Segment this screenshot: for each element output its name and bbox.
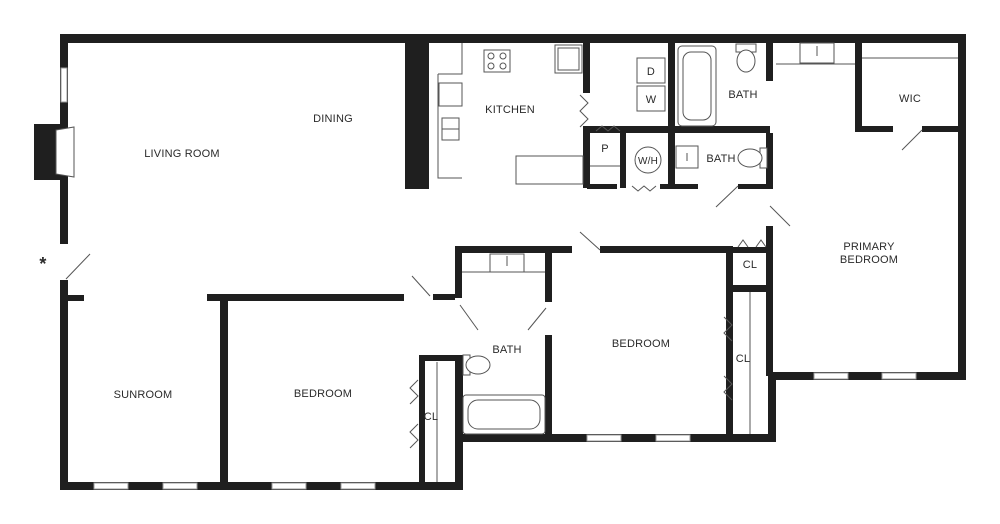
label-sunroom: SUNROOM [114, 389, 173, 401]
label-dryer: D [647, 66, 655, 78]
label-dining: DINING [313, 113, 353, 125]
laundry-fixtures [590, 57, 666, 174]
label-bedroom-middle: BEDROOM [612, 338, 670, 350]
label-bedroom-left: BEDROOM [294, 388, 352, 400]
label-primary-bedroom-2: BEDROOM [840, 254, 898, 266]
label-closet-primary: CL [743, 259, 757, 271]
bath-middle-fixtures [462, 253, 546, 435]
kitchen-fixtures [437, 43, 584, 185]
closet-shelves [436, 57, 958, 482]
label-kitchen: KITCHEN [485, 104, 535, 116]
label-bath-middle: BATH [492, 344, 521, 356]
bath-upper-fixtures [675, 42, 835, 169]
label-washer: W [646, 94, 657, 106]
fireplace [34, 124, 75, 180]
label-wic: WIC [899, 93, 921, 105]
room-labels: LIVING ROOM DINING KITCHEN D W BATH WIC … [39, 66, 921, 423]
label-bath-upper: BATH [728, 89, 757, 101]
entry-marker: * [39, 254, 46, 274]
label-closet-left: CL [424, 411, 438, 423]
doors [65, 94, 923, 449]
label-primary-bedroom-1: PRIMARY [843, 241, 895, 253]
label-pantry: P [601, 143, 609, 155]
interior-walls [207, 43, 960, 486]
label-living-room: LIVING ROOM [144, 148, 220, 160]
label-closet-bedroom: CL [736, 353, 750, 365]
label-water-heater: W/H [638, 156, 658, 167]
windows [60, 67, 917, 490]
label-bath-hall: BATH [706, 153, 735, 165]
